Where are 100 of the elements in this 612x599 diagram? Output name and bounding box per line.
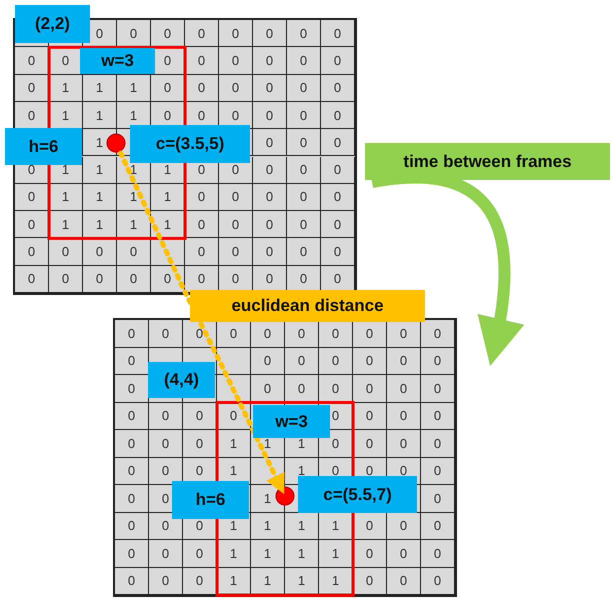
grid-cell: 0 [115,458,149,485]
grid-cell: 0 [151,20,185,48]
grid-cell: 0 [185,20,219,48]
grid-cell: 0 [15,211,49,238]
grid-cell: 0 [353,348,387,375]
grid-cell: 0 [115,320,149,348]
grid-cell: 1 [251,568,285,595]
grid-cell: 0 [149,540,183,568]
grid-cell: 1 [319,568,353,595]
grid-cell: 0 [387,540,421,568]
grid-cell: 0 [115,540,149,568]
grid-cell: 1 [83,102,117,130]
grid-cell: 0 [387,568,421,595]
grid-cell: 0 [15,74,49,102]
grid-cell: 0 [253,20,287,48]
measurement-label: h=6 [172,481,249,519]
grid-cell: 0 [149,430,183,458]
grid-cell: 0 [387,402,421,430]
grid-cell: 0 [219,184,253,212]
grid-cell: 0 [115,402,149,430]
grid-cell: 0 [321,47,355,75]
grid-cell: 0 [285,375,319,402]
grid-cell: 0 [353,430,387,458]
grid-cell: 0 [219,47,253,75]
grid-cell: 1 [251,540,285,568]
grid-cell: 0 [185,211,219,238]
grid-cell: 0 [253,238,287,266]
grid-cell: 0 [251,375,285,402]
grid-cell: 0 [117,266,151,293]
grid-cell: 0 [319,375,353,402]
grid-cell: 0 [183,430,217,458]
grid-cell: 0 [83,266,117,293]
grid-cell: 0 [183,402,217,430]
grid-cell: 0 [287,47,321,75]
measurement-label: w=3 [253,405,330,438]
grid-cell: 0 [287,238,321,266]
grid-cell: 0 [287,74,321,102]
grid-cell: 0 [421,485,455,512]
grid-cell: 0 [219,74,253,102]
grid-cell: 1 [83,211,117,238]
grid-cell: 0 [321,102,355,130]
grid-cell: 0 [321,20,355,48]
grid-cell: 0 [287,102,321,130]
grid-cell: 0 [287,211,321,238]
grid-cell: 0 [49,238,83,266]
grid-cell: 0 [421,375,455,402]
grid-cell: 0 [387,375,421,402]
grid-cell: 1 [83,156,117,184]
grid-cell: 0 [421,430,455,458]
arrow [118,150,284,494]
grid-cell: 0 [219,20,253,48]
grid-cell: 0 [117,20,151,48]
grid-cell: 0 [151,74,185,102]
measurement-label: (4,4) [148,362,215,398]
grid-cell: 0 [15,47,49,75]
measurement-label: (2,2) [15,5,90,43]
grid-cell: 0 [253,211,287,238]
grid-cell: 1 [285,540,319,568]
grid-cell: 0 [287,184,321,212]
grid-cell: 0 [353,402,387,430]
grid-cell: 0 [353,540,387,568]
grid-cell: 0 [15,266,49,293]
grid-cell: 0 [15,184,49,212]
grid-cell: 0 [149,568,183,595]
grid-cell: 0 [321,156,355,184]
grid-cell: 0 [185,74,219,102]
grid-cell: 0 [387,348,421,375]
grid-cell: 0 [253,129,287,156]
grid-cell: 0 [217,402,251,430]
grid-cell: 0 [287,129,321,156]
grid-cell: 0 [219,211,253,238]
grid-cell: 0 [183,540,217,568]
centroid-dot [276,486,294,506]
grid-cell: 0 [115,485,149,512]
grid-cell: 0 [287,156,321,184]
measurement-label: h=6 [5,128,82,165]
grid-cell: 0 [117,238,151,266]
grid-cell: 0 [15,238,49,266]
grid-cell: 0 [319,348,353,375]
grid-cell: 1 [49,211,83,238]
grid-cell: 1 [217,430,251,458]
grid-cell: 1 [151,211,185,238]
measurement-label: w=3 [80,48,155,74]
grid-cell: 0 [253,184,287,212]
grid-cell: 0 [321,184,355,212]
grid-cell: 0 [183,568,217,595]
grid-cell: 0 [49,266,83,293]
grid-cell: 0 [185,238,219,266]
annotation-label: time between frames [365,143,610,180]
grid-cell: 0 [151,266,185,293]
grid-cell: 1 [285,568,319,595]
grid-cell: 1 [49,74,83,102]
grid-cell: 0 [115,430,149,458]
grid-cell: 0 [421,540,455,568]
grid-cell: 0 [321,74,355,102]
grid-cell: 0 [149,402,183,430]
grid-cell: 0 [321,238,355,266]
grid-cell: 0 [219,238,253,266]
grid-cell: 0 [115,568,149,595]
grid-cell: 0 [353,568,387,595]
